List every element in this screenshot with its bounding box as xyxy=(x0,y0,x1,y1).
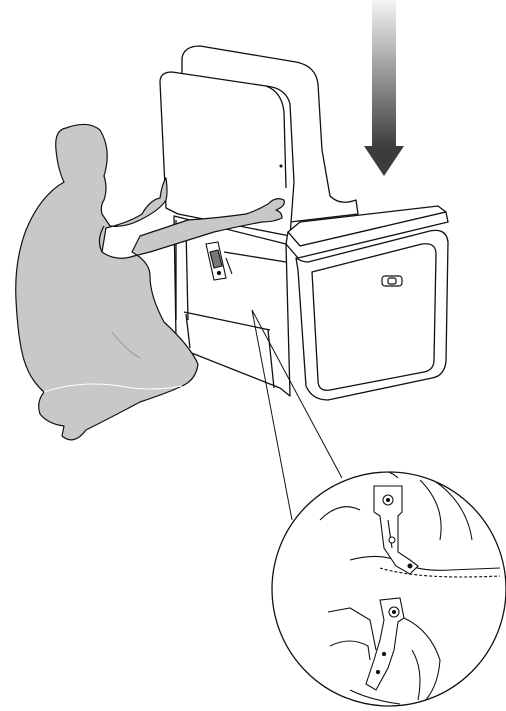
down-arrow-icon xyxy=(364,0,404,176)
recliner-button-icon xyxy=(382,276,402,286)
armrest xyxy=(286,206,448,400)
backrest xyxy=(160,46,358,236)
detail-magnifier xyxy=(272,468,506,706)
